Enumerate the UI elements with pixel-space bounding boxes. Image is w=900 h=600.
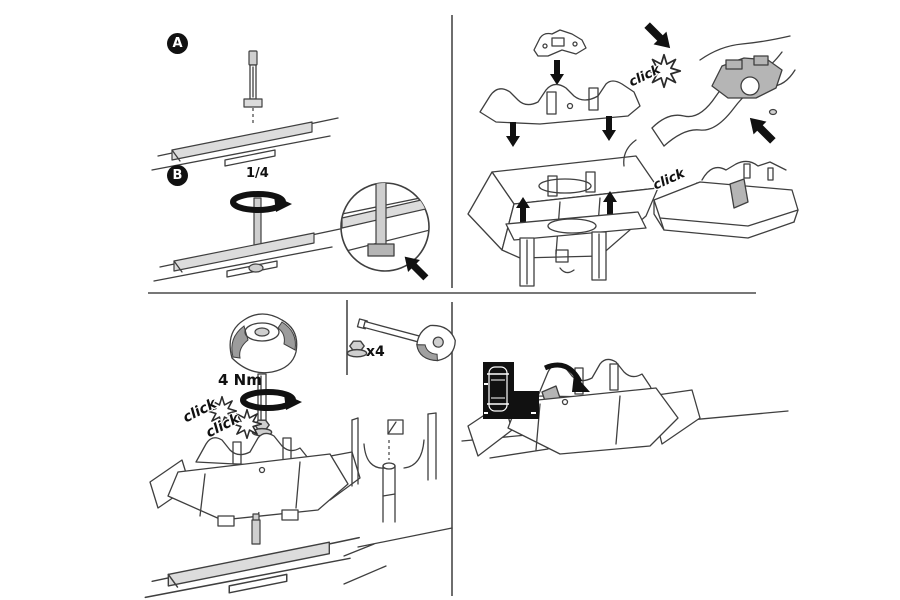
down-arrow-icon [550,60,564,85]
base-click-detail-illustration [653,160,799,239]
torque-key-icon [356,318,456,362]
torque-tool-illustration [206,313,302,452]
curved-arrow-icon [544,362,583,384]
clip-part [533,29,587,57]
roof-rail-drawing [151,117,339,171]
t-bolt-icon [243,50,263,108]
pointer-arrow-icon [743,111,780,148]
down-arrow-icon [602,116,616,141]
roof-rail-drawing [144,536,360,599]
pointer-arrow-icon [640,18,677,55]
bolt-shaft [253,197,262,247]
step-b-illustration [153,182,432,284]
bracket-part [505,191,647,287]
hardware-inset [346,318,456,362]
step-a-badge: A [167,33,188,54]
clip-click-detail-illustration [623,18,796,167]
curved-arrow-head [572,374,590,392]
installed-clip [711,55,783,99]
bolt-shaft-closeup [375,183,387,247]
quarter-turn-label: 1/4 [246,166,269,181]
roof-rail-drawing [153,228,341,282]
rotate-arrow-icon [233,194,292,212]
roof-placement-illustration [461,358,789,459]
torque-knob [229,313,298,374]
hardware-quantity-label: x4 [366,344,385,360]
step-a-illustration [151,50,339,171]
t-foot-closeup [367,243,395,257]
car-position-inset [483,362,539,419]
pad-part [479,80,641,125]
rotate-arrow-icon [243,392,302,410]
torque-value-label: 4 Nm [218,371,262,389]
step-b-badge: B [167,165,188,186]
foot-on-rail-illustration [144,432,453,599]
nut-icon [346,340,368,358]
foot-body [467,155,659,259]
door-frame-detail-illustration [343,412,437,585]
down-arrow-icon [506,122,520,147]
magnifier-detail [340,182,432,284]
foot-exploded-illustration [467,29,659,287]
